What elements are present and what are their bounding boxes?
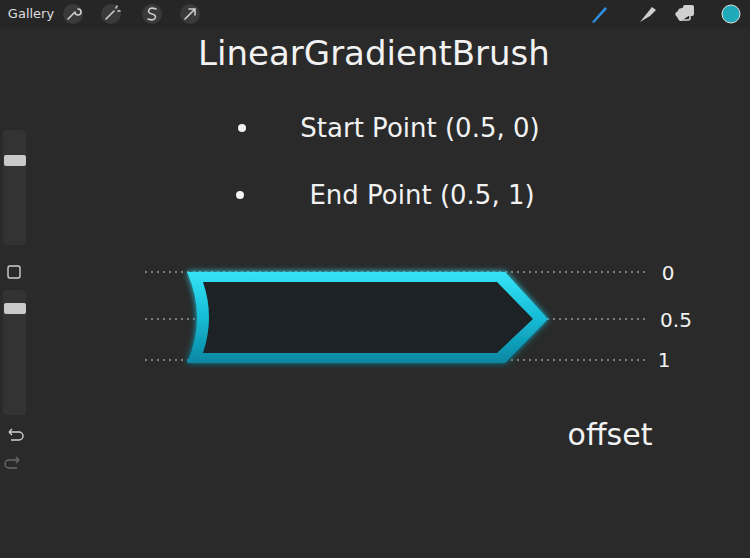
right-tools [592,4,740,23]
toolbar [0,0,750,28]
axis-label: offset [568,418,653,451]
note: End Point (0.5, 1) [309,181,534,210]
gradient-arrow [187,272,548,363]
offset-value: 1 [658,349,671,371]
bullet [238,124,246,132]
bullet [236,191,244,199]
title: LinearGradientBrush [198,35,550,72]
side-bar [3,130,26,468]
offset-value: 0.5 [660,309,692,331]
menu-label: Gallery [8,7,54,21]
tool-icons [63,4,200,24]
offset-lines [145,272,645,360]
note: Start Point (0.5, 0) [300,114,539,143]
offset-value: 0 [662,262,675,284]
